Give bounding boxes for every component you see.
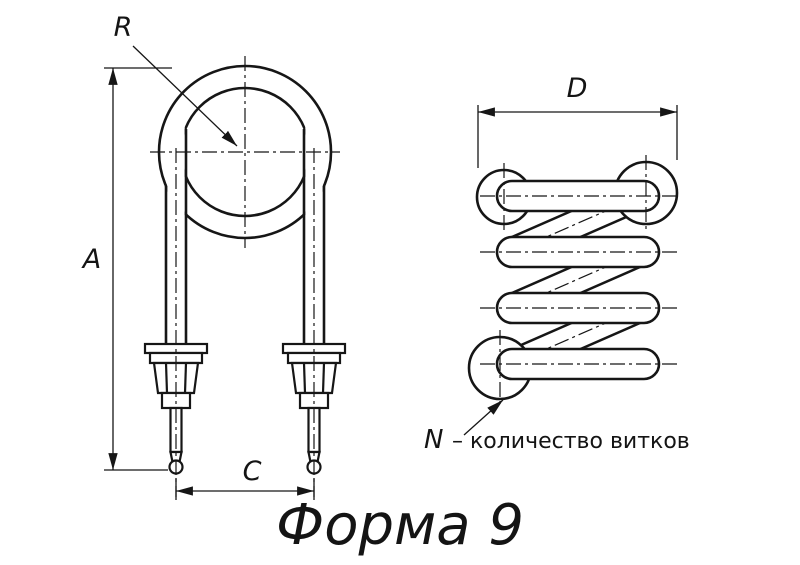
figure-caption: Форма 9: [276, 493, 524, 558]
turns-note-text: – количество витков: [452, 429, 690, 454]
nut-facet-right: [321, 362, 326, 394]
u-element-view: A R C: [81, 12, 347, 500]
label-R: R: [114, 12, 133, 43]
nut-facet-left: [302, 362, 307, 394]
nut-facet-left: [164, 362, 169, 394]
dimension-A: A: [81, 67, 172, 471]
label-D: D: [567, 73, 588, 104]
radius-leader-line: [132, 45, 238, 147]
radius-callout: R: [114, 12, 238, 147]
dimension-D: D: [477, 73, 678, 168]
turns-arrow: [463, 399, 504, 436]
nut-facet-right: [183, 362, 188, 394]
dimension-C: C: [175, 456, 315, 500]
label-C: C: [243, 456, 262, 487]
label-N: N: [424, 425, 443, 455]
turns-note: N – количество витков: [424, 399, 690, 455]
label-A: A: [81, 244, 101, 275]
coil-view: D N – количество витков: [424, 73, 690, 455]
